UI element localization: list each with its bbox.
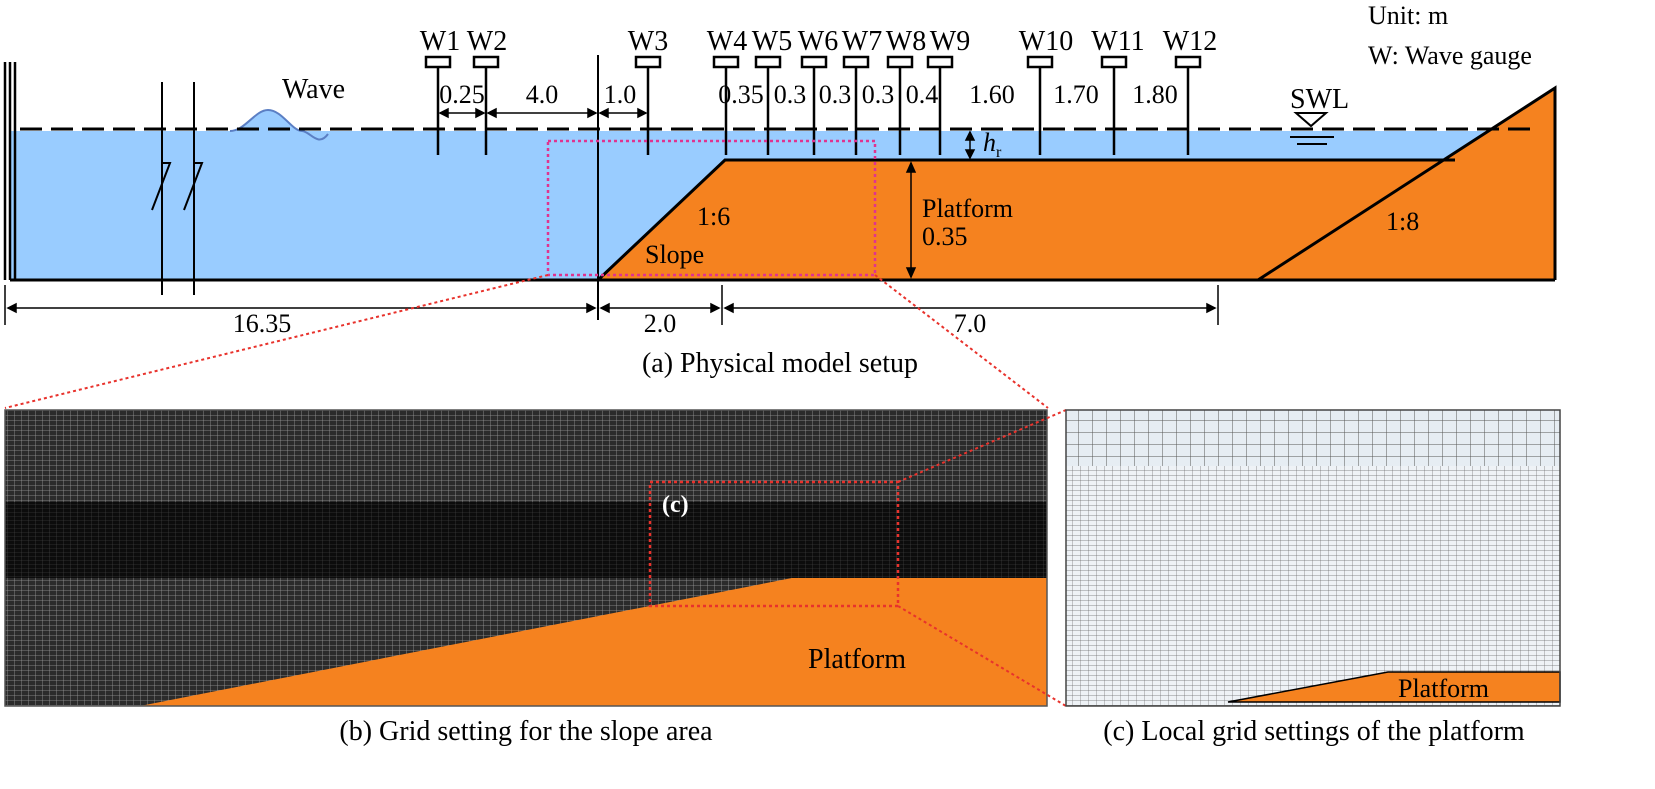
- gauge-W8-head: [886, 55, 914, 69]
- water-body: [10, 131, 1495, 280]
- dim-slope-length: 2.0: [644, 309, 677, 338]
- slope-grid-platform-label: Platform: [808, 644, 906, 675]
- swl-label: SWL: [1290, 84, 1349, 115]
- platform-grid-panel: Platform (c) Local grid settings of the …: [1065, 409, 1561, 747]
- spacing-W9-W10: 1.60: [969, 80, 1015, 109]
- slope-ratio-left: 1:6: [697, 202, 730, 231]
- gauge-W7-head: [842, 55, 870, 69]
- platform-body: [598, 160, 1455, 280]
- gauge-W1-head: [424, 55, 452, 69]
- spacing-W11-W12: 1.80: [1132, 80, 1178, 109]
- bottom-dimensions: [4, 285, 1219, 325]
- spacing-W4-W5: 0.35: [718, 80, 764, 109]
- physical-model-panel: W1 W2 W3 W4 W5 W6 W7 W8 W9 W10 W11 W12 0…: [3, 1, 1557, 379]
- slope-label: Slope: [645, 240, 704, 269]
- gauge-W12-head: [1174, 55, 1202, 69]
- spacing-W6-W7: 0.3: [819, 80, 852, 109]
- caption-a: (a) Physical model setup: [642, 348, 918, 379]
- gauge-W10-head: [1026, 55, 1054, 69]
- wave-paddle: [3, 62, 17, 280]
- caption-c: (c) Local grid settings of the platform: [1103, 716, 1525, 747]
- unit-note: Unit: m: [1368, 1, 1448, 30]
- platform-grid-platform-label: Platform: [1398, 674, 1489, 703]
- spacing-W2-wall: 4.0: [526, 80, 559, 109]
- gauge-label-W5: W5: [752, 26, 792, 57]
- zoom-box-slope: [546, 139, 877, 277]
- platform-height-value: 0.35: [922, 222, 968, 251]
- spacing-wall-W3: 1.0: [604, 80, 637, 109]
- caption-b: (b) Grid setting for the slope area: [339, 716, 713, 747]
- hr-dimension: [964, 130, 976, 160]
- spacing-W8-W9: 0.4: [906, 80, 939, 109]
- gauge-label-W6: W6: [798, 26, 838, 57]
- gauge-label-W8: W8: [886, 26, 926, 57]
- gauge-label-W4: W4: [707, 26, 747, 57]
- swl-symbol: [1290, 112, 1334, 145]
- gauge-W4-head: [712, 55, 740, 69]
- gauge-W5-head: [754, 55, 782, 69]
- wave-shape: [229, 108, 329, 141]
- gauge-label-W12: W12: [1163, 26, 1217, 57]
- slope-ratio-right: 1:8: [1386, 207, 1419, 236]
- gauge-W11-head: [1100, 55, 1128, 69]
- zoom-connectors-a-b: [4, 274, 1049, 409]
- platform-label: Platform: [922, 194, 1013, 223]
- wave-gauges: [424, 55, 1202, 155]
- slope-grid-panel: Platform (c) (b) Grid setting for the sl…: [4, 409, 1048, 747]
- gauge-label-W2: W2: [467, 26, 507, 57]
- spacing-W10-W11: 1.70: [1053, 80, 1099, 109]
- spacing-W1-W2: 0.25: [439, 80, 485, 109]
- gauge-label-W7: W7: [842, 26, 882, 57]
- gauge-note: W: Wave gauge: [1368, 41, 1532, 70]
- gauge-label-W3: W3: [628, 26, 668, 57]
- spacing-W7-W8: 0.3: [862, 80, 895, 109]
- dim-platform-length: 7.0: [954, 309, 987, 338]
- gauge-W6-head: [800, 55, 828, 69]
- wave-label: Wave: [282, 74, 345, 105]
- gauge-label-W11: W11: [1091, 26, 1144, 57]
- gauge-spacing-arrows: [438, 107, 648, 119]
- gauge-W2-head: [472, 55, 500, 69]
- zoom-connectors-b-c: [897, 409, 1067, 707]
- flume-break-marks: [151, 82, 204, 295]
- slope-grid-platform: [140, 578, 1047, 706]
- platform-height-arrow: [905, 161, 917, 279]
- zoom-c-label: (c): [662, 492, 689, 518]
- gauge-label-W10: W10: [1019, 26, 1073, 57]
- gauge-W3-head: [634, 55, 662, 69]
- dim-flume-length: 16.35: [233, 309, 292, 338]
- hr-label: hr: [983, 128, 1002, 161]
- spacing-W5-W6: 0.3: [774, 80, 807, 109]
- gauge-label-W1: W1: [420, 26, 460, 57]
- gauge-label-W9: W9: [930, 26, 970, 57]
- gauge-W9-head: [926, 55, 954, 69]
